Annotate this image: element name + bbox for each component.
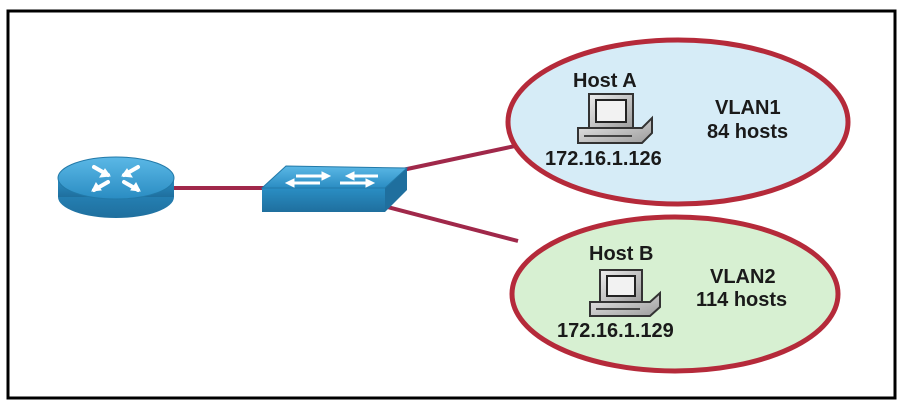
link-switch-vlan1 [392, 144, 516, 174]
host-a-ip: 172.16.1.126 [545, 148, 662, 170]
vlan2-label: VLAN2 [710, 266, 776, 288]
host-b-label: Host B [589, 243, 653, 265]
vlan1-zone [505, 37, 851, 207]
vlan2-hosts-count: 114 hosts [696, 289, 787, 311]
router-icon [57, 156, 175, 218]
vlan1-hosts-count: 84 hosts [707, 121, 788, 143]
vlan2-zone [509, 214, 841, 374]
vlan1-label: VLAN1 [715, 97, 781, 119]
host-a-label: Host A [573, 70, 637, 92]
diagram-border [6, 9, 897, 400]
switch-icon [260, 165, 409, 212]
host-a-computer-icon [577, 93, 653, 144]
host-b-computer-icon [589, 269, 661, 317]
link-switch-vlan2 [379, 203, 519, 243]
host-b-ip: 172.16.1.129 [557, 320, 674, 342]
